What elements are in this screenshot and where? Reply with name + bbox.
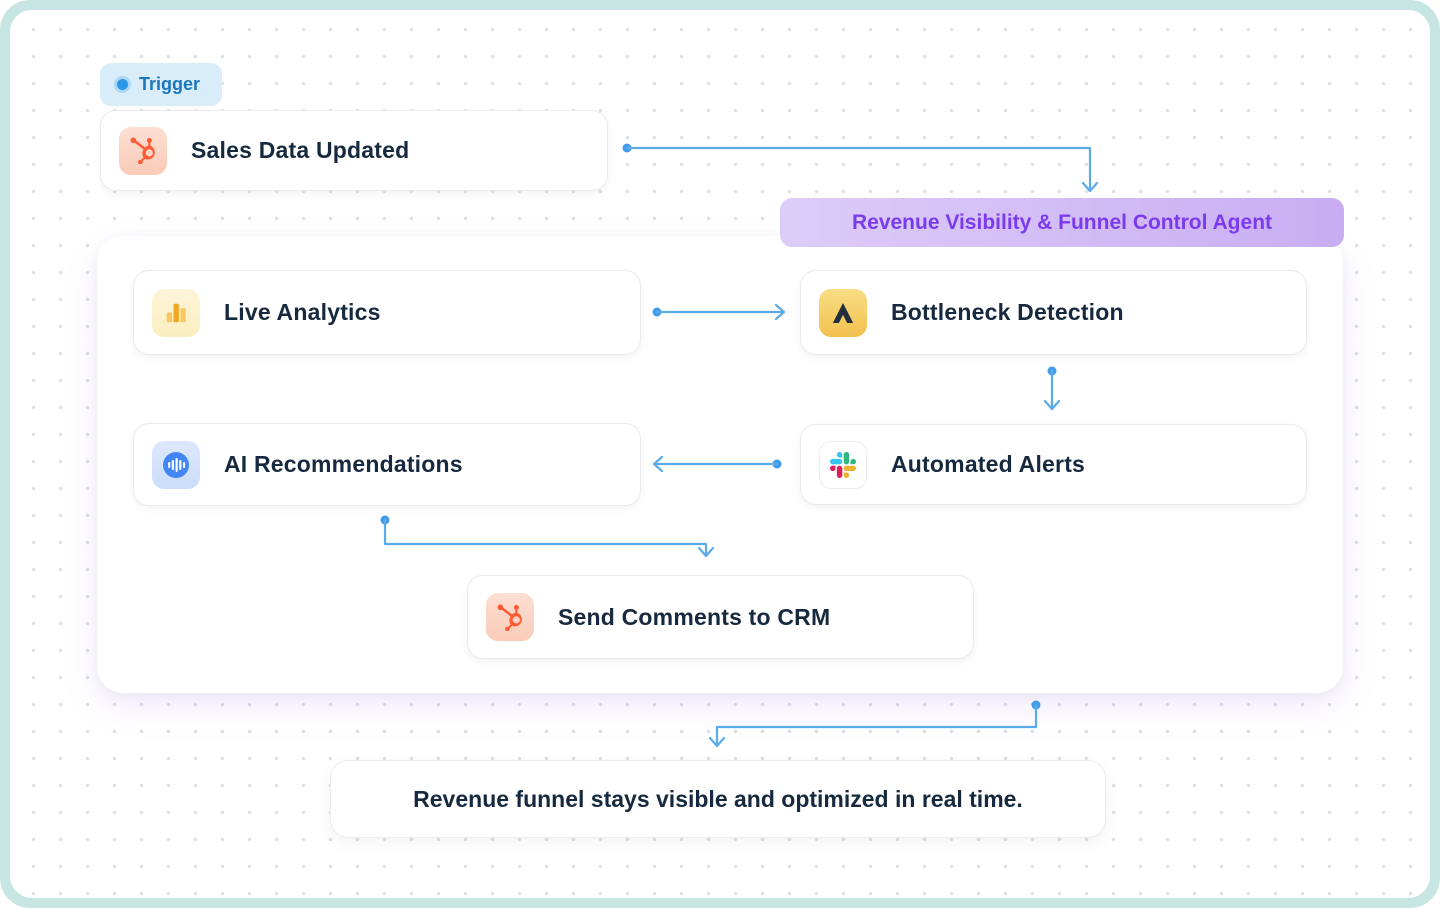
- node-label: AI Recommendations: [224, 451, 463, 477]
- trigger-badge-label: Trigger: [139, 74, 201, 94]
- node-label: Send Comments to CRM: [558, 603, 831, 630]
- hubspot-icon: [119, 126, 167, 175]
- peak-a-icon: [819, 288, 867, 337]
- result-box: Revenue funnel stays visible and optimiz…: [330, 760, 1106, 838]
- node-send-comments-to-crm[interactable]: Send Comments to CRM: [467, 575, 974, 659]
- agent-banner[interactable]: Revenue Visibility & Funnel Control Agen…: [780, 198, 1344, 247]
- waveform-icon: [152, 440, 200, 489]
- trigger-badge: Trigger: [100, 63, 223, 106]
- node-label: Automated Alerts: [891, 451, 1086, 477]
- node-sales-data-updated[interactable]: Sales Data Updated: [100, 110, 608, 191]
- node-ai-recommendations[interactable]: AI Recommendations: [133, 423, 641, 506]
- agent-banner-label: Revenue Visibility & Funnel Control Agen…: [851, 210, 1273, 234]
- node-label: Sales Data Updated: [191, 137, 410, 163]
- slack-icon: [819, 440, 867, 489]
- bar-chart-icon: [152, 288, 200, 337]
- hubspot-icon: [486, 593, 534, 641]
- node-live-analytics[interactable]: Live Analytics: [133, 270, 641, 355]
- node-bottleneck-detection[interactable]: Bottleneck Detection: [800, 270, 1307, 355]
- node-label: Bottleneck Detection: [891, 299, 1124, 325]
- trigger-dot-icon: [117, 79, 128, 90]
- node-label: Live Analytics: [224, 299, 381, 325]
- result-text: Revenue funnel stays visible and optimiz…: [413, 785, 1023, 812]
- node-automated-alerts[interactable]: Automated Alerts: [800, 424, 1307, 505]
